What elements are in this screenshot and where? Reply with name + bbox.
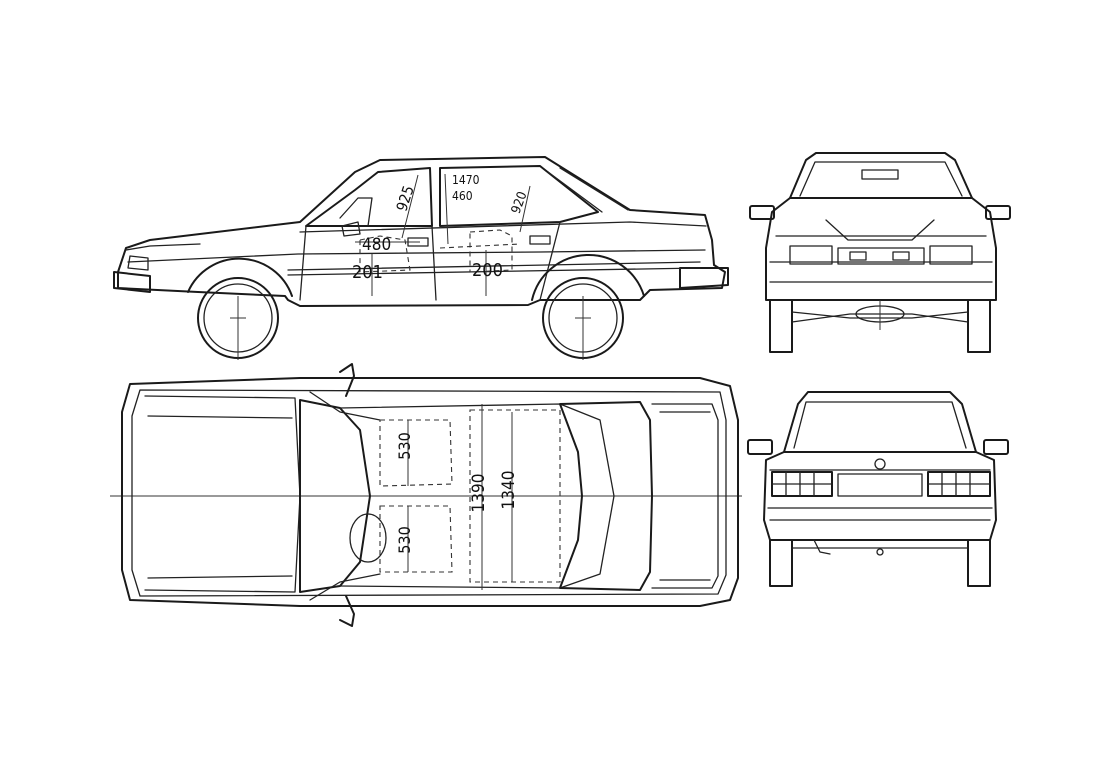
dim-front-sill: 201 [352,262,383,283]
dim-roof-height-front: 1470 [452,173,480,187]
dim-seat-width-lower: 530 [395,526,414,553]
dim-front-seat-depth: 480 [362,235,391,255]
dim-roof-to-belt: 925 [393,183,418,213]
top-view: 530 530 1390 1340 [110,363,742,627]
side-view: 925 1470 460 920 480 201 200 [113,156,729,360]
front-view [749,152,1011,353]
dim-seat-width-upper: 530 [395,432,414,459]
dim-rear-roof: 920 [509,190,531,216]
dim-front-track: 1390 [469,474,489,513]
dim-rear-sill: 200 [472,260,503,281]
rear-view [747,391,1009,587]
dim-rear-track: 1340 [499,471,519,510]
dim-door-height: 460 [452,189,473,203]
